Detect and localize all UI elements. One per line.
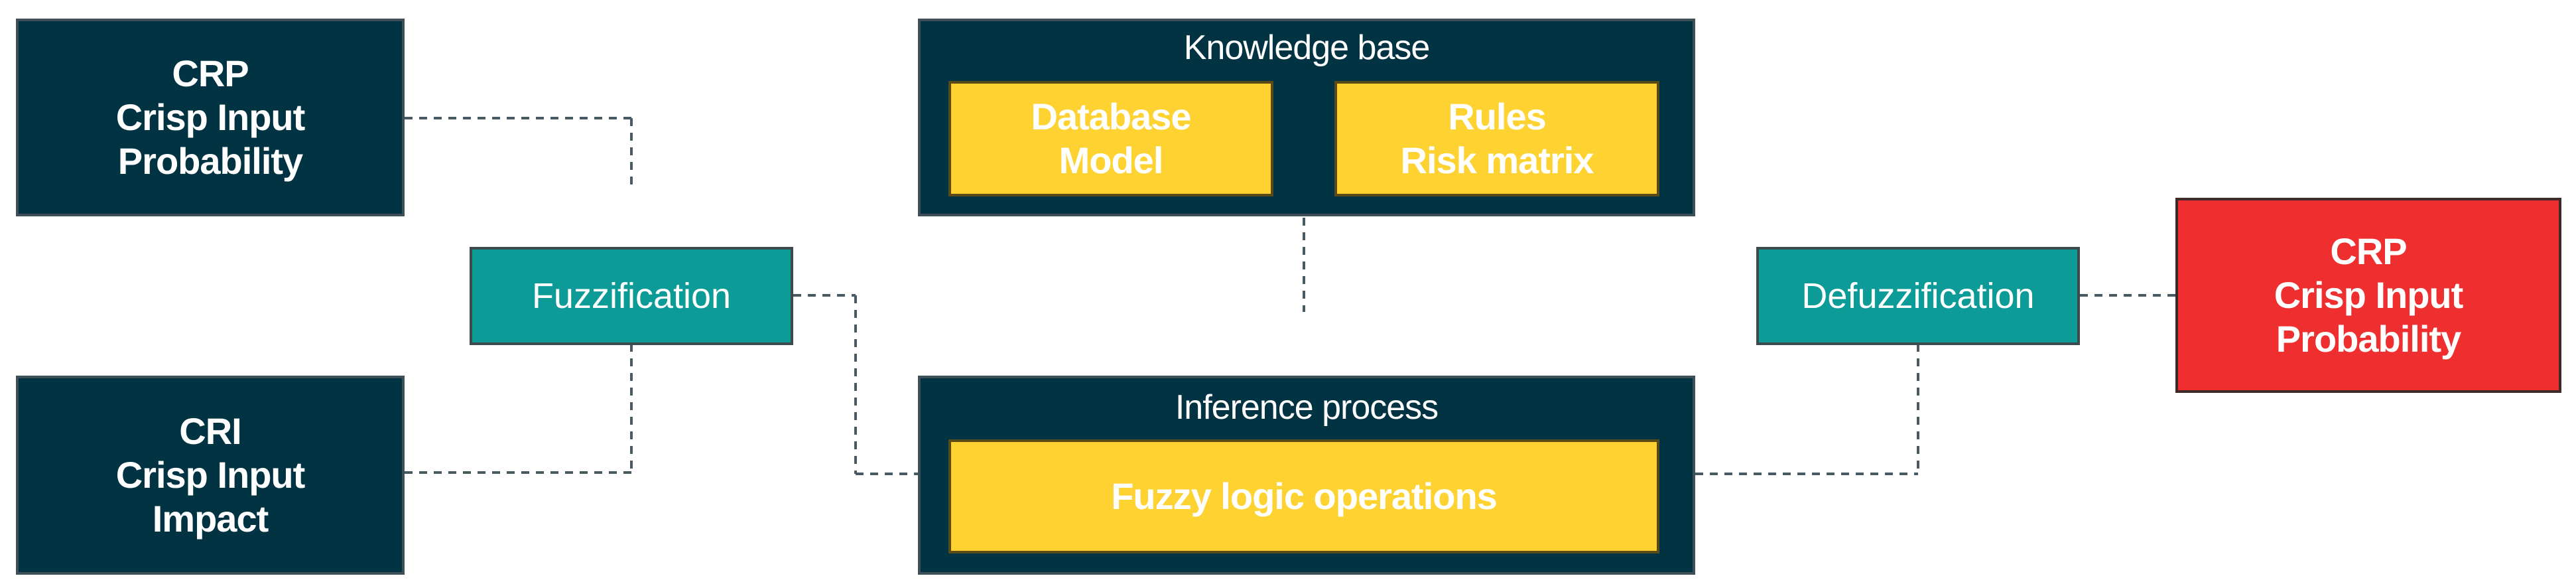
- fuzzification-label: Fuzzification: [531, 276, 732, 316]
- rules-line2: Risk matrix: [1400, 139, 1594, 181]
- crp-output-box: CRP Crisp Input Probability: [2175, 198, 2561, 393]
- defuzzification-box: Defuzzification: [1756, 247, 2080, 345]
- rules-line1: Rules: [1448, 96, 1546, 137]
- fuzzification-box: Fuzzification: [470, 247, 793, 345]
- crp-input-line1: CRP: [172, 52, 249, 94]
- cri-input-line2: Crisp Input: [115, 454, 306, 496]
- crp-input-box: CRP Crisp Input Probability: [16, 19, 405, 216]
- cri-input-box: CRI Crisp Input Impact: [16, 376, 405, 575]
- crp-input-line2: Crisp Input: [115, 96, 306, 138]
- inference-process-title: Inference process: [1175, 388, 1439, 427]
- crp-output-line3: Probability: [2276, 318, 2461, 360]
- fuzzy-logic-operations-label: Fuzzy logic operations: [1111, 475, 1498, 517]
- crp-output-line1: CRP: [2330, 230, 2407, 272]
- crp-output-line2: Crisp Input: [2274, 274, 2464, 316]
- database-line2: Model: [1059, 139, 1164, 181]
- cri-input-line1: CRI: [179, 410, 241, 452]
- database-line1: Database: [1031, 96, 1191, 137]
- cri-input-line3: Impact: [152, 498, 269, 540]
- fuzzy-logic-operations-box: Fuzzy logic operations: [948, 439, 1659, 553]
- knowledge-base-title: Knowledge base: [1183, 29, 1431, 67]
- rules-risk-matrix-box: Rules Risk matrix: [1334, 81, 1659, 196]
- database-model-box: Database Model: [948, 81, 1273, 196]
- defuzzification-label: Defuzzification: [1801, 276, 2035, 316]
- crp-input-line3: Probability: [117, 140, 303, 182]
